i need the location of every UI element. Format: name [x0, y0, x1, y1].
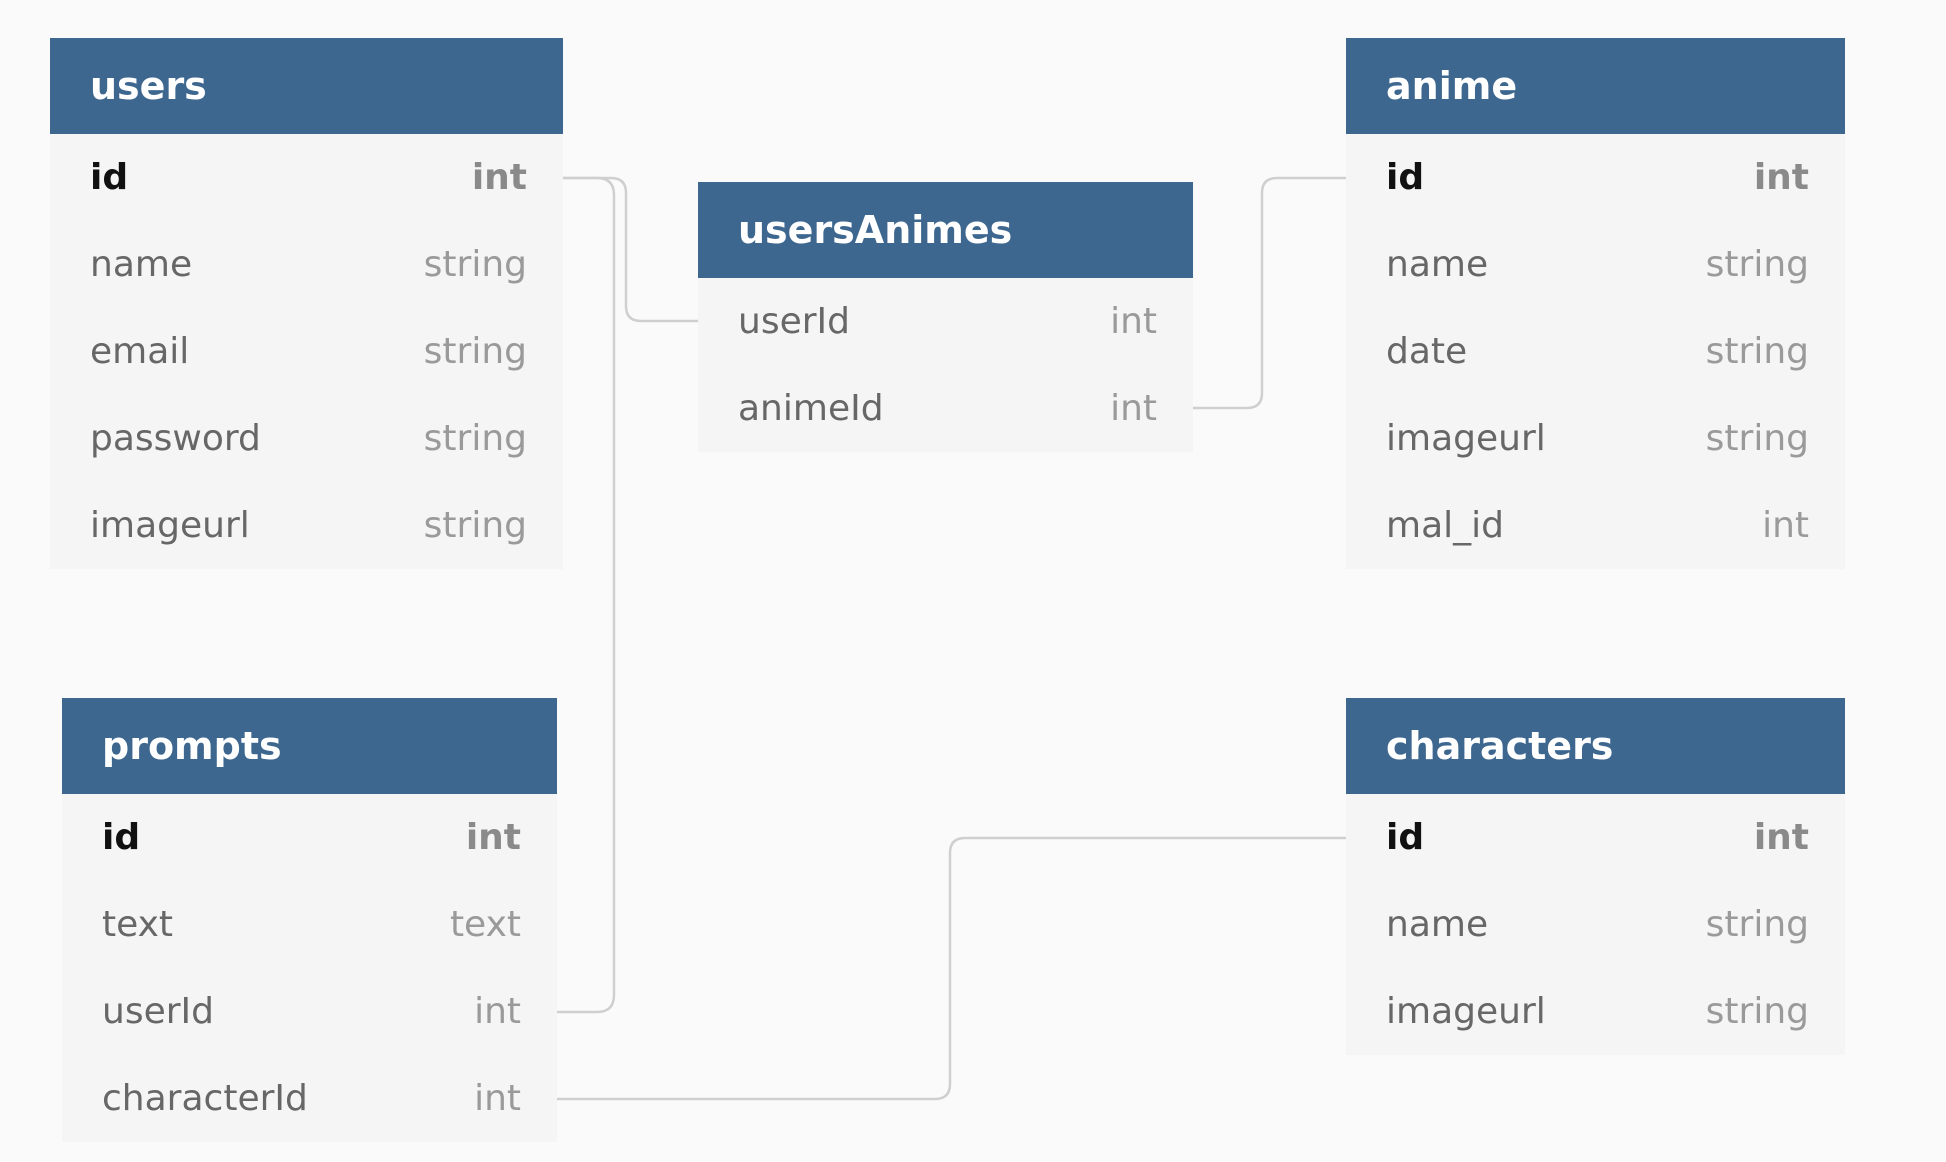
field-name: text	[102, 904, 174, 945]
table-prompts[interactable]: prompts id int text text userId int char…	[62, 698, 557, 1142]
field-name: name	[1386, 904, 1489, 945]
table-title: characters	[1346, 698, 1845, 794]
table-anime[interactable]: anime id int name string date string ima…	[1346, 38, 1845, 569]
field-row: animeId int	[698, 365, 1193, 452]
field-type: string	[1705, 991, 1809, 1032]
field-row: id int	[1346, 134, 1845, 221]
field-type: string	[423, 244, 527, 285]
field-name: name	[1386, 244, 1489, 285]
field-row: text text	[62, 881, 557, 968]
field-type: int	[474, 1078, 521, 1119]
field-name: imageurl	[1386, 418, 1546, 459]
field-row: email string	[50, 308, 563, 395]
field-row: name string	[50, 221, 563, 308]
field-type: string	[1705, 331, 1809, 372]
field-type: string	[423, 418, 527, 459]
field-type: string	[423, 331, 527, 372]
table-title: usersAnimes	[698, 182, 1193, 278]
field-type: string	[423, 505, 527, 546]
field-type: string	[1705, 904, 1809, 945]
field-name: id	[1386, 157, 1425, 198]
field-name: mal_id	[1386, 505, 1504, 546]
field-name: password	[90, 418, 261, 459]
field-type: int	[474, 991, 521, 1032]
field-name: userId	[102, 991, 214, 1032]
field-type: int	[1753, 817, 1809, 858]
field-row: imageurl string	[50, 482, 563, 569]
field-name: date	[1386, 331, 1468, 372]
table-title: anime	[1346, 38, 1845, 134]
table-title: users	[50, 38, 563, 134]
field-type: int	[465, 817, 521, 858]
field-row: userId int	[698, 278, 1193, 365]
field-name: name	[90, 244, 193, 285]
field-type: string	[1705, 418, 1809, 459]
field-type: int	[1110, 388, 1157, 429]
field-type: int	[1762, 505, 1809, 546]
field-row: date string	[1346, 308, 1845, 395]
table-users[interactable]: users id int name string email string pa…	[50, 38, 563, 569]
field-name: animeId	[738, 388, 884, 429]
field-row: imageurl string	[1346, 395, 1845, 482]
field-type: int	[471, 157, 527, 198]
connector-prompts-userId-to-users-id	[557, 176, 616, 1014]
field-row: id int	[62, 794, 557, 881]
field-row: name string	[1346, 881, 1845, 968]
connector-prompts-characterId-to-characters-id	[557, 836, 1346, 1101]
field-row: id int	[50, 134, 563, 221]
field-row: userId int	[62, 968, 557, 1055]
field-name: imageurl	[90, 505, 250, 546]
field-name: userId	[738, 301, 850, 342]
table-title: prompts	[62, 698, 557, 794]
field-type: text	[449, 904, 521, 945]
connector-usersAnimes-animeId-to-anime-id	[1193, 176, 1346, 410]
field-row: name string	[1346, 221, 1845, 308]
field-name: email	[90, 331, 190, 372]
field-row: id int	[1346, 794, 1845, 881]
field-row: password string	[50, 395, 563, 482]
field-row: mal_id int	[1346, 482, 1845, 569]
field-name: id	[90, 157, 129, 198]
field-type: int	[1110, 301, 1157, 342]
field-name: characterId	[102, 1078, 308, 1119]
field-name: id	[1386, 817, 1425, 858]
field-row: characterId int	[62, 1055, 557, 1142]
field-name: id	[102, 817, 141, 858]
field-type: int	[1753, 157, 1809, 198]
field-row: imageurl string	[1346, 968, 1845, 1055]
table-characters[interactable]: characters id int name string imageurl s…	[1346, 698, 1845, 1055]
table-usersAnimes[interactable]: usersAnimes userId int animeId int	[698, 182, 1193, 452]
field-name: imageurl	[1386, 991, 1546, 1032]
connector-usersAnimes-userId-to-users-id	[563, 176, 698, 323]
field-type: string	[1705, 244, 1809, 285]
